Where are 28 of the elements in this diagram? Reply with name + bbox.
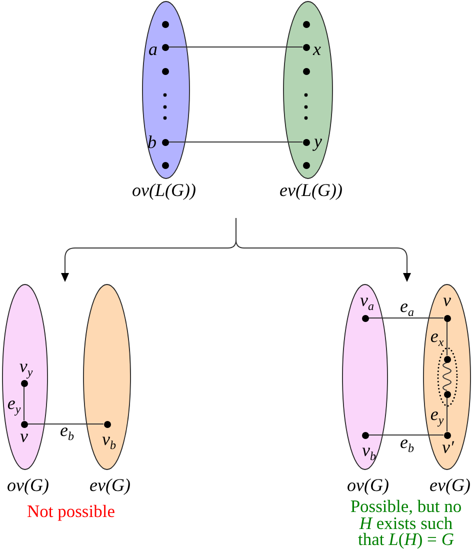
vertex-label: v$_{a}$ — [360, 291, 374, 309]
edge-label: e$_{a}$ — [400, 297, 414, 315]
vertex-label: a — [148, 40, 158, 58]
set-label: ov(L(G)) — [132, 181, 196, 199]
result-note: Not possible — [26, 503, 116, 520]
edge-label: e$_{b}$ — [60, 421, 74, 439]
edge-label: e$_{b}$ — [400, 433, 414, 451]
wavy-line — [442, 362, 452, 391]
connector-line — [446, 397, 448, 432]
vertex-label: v — [443, 291, 451, 309]
vertex-label: v$_{b}$ — [102, 430, 116, 448]
connector-line — [168, 46, 303, 48]
set-label: ev(G) — [90, 476, 130, 494]
edge-label: e$_{x}$ — [430, 327, 444, 345]
connector-line — [368, 434, 444, 436]
dotted-ellipse — [436, 347, 458, 407]
vertex-label: x — [313, 40, 321, 58]
set-label: ev(L(G)) — [280, 181, 342, 199]
result-note: Possible, but no H exists such that L(H) = G — [349, 498, 463, 548]
set-label: ov(G) — [347, 476, 389, 494]
vertex-label: y — [314, 132, 322, 150]
vertex-label: b — [148, 133, 156, 151]
connector-line — [446, 321, 448, 356]
vertex-label: v — [20, 427, 28, 445]
vertex-label: v$_{b}$ — [362, 441, 376, 459]
set-label: ev(G) — [430, 476, 470, 494]
vertex-label: v′ — [442, 438, 454, 456]
set-label: ov(G) — [7, 476, 49, 494]
